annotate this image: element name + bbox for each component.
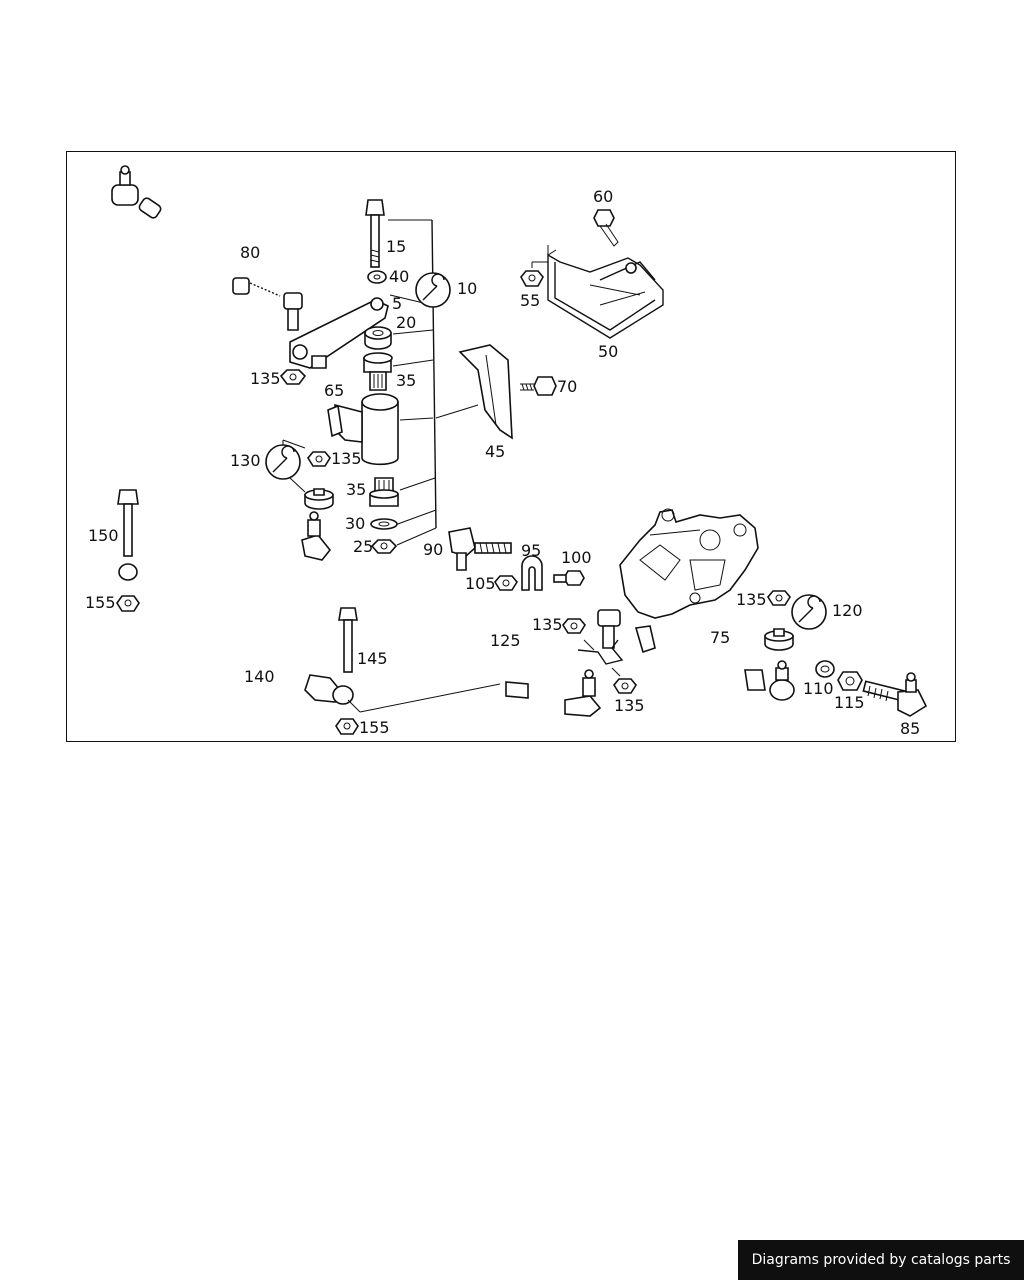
screw-60 [593,209,619,247]
label-90: 90 [423,540,443,559]
cap [764,628,794,651]
pitman-arm-5 [289,297,389,369]
label-60: 60 [593,187,613,206]
diagram-frame [66,151,956,742]
label-135: 135 [614,696,645,715]
nut-135 [279,369,307,385]
bolt-100 [553,570,585,586]
label-15: 15 [386,237,406,256]
label-75: 75 [710,628,730,647]
label-130: 130 [230,451,261,470]
bushing-35-lower [369,477,399,507]
nut-135 [613,678,637,694]
label-105: 105 [465,574,496,593]
label-100: 100 [561,548,592,567]
label-65: 65 [324,381,344,400]
shield-45 [458,344,513,440]
label-145: 145 [357,649,388,668]
tie-rod-75 [597,609,795,701]
bolt-15 [365,199,385,268]
label-20: 20 [396,313,416,332]
washer-30 [370,518,398,530]
wrench-icon [415,272,451,308]
nut-55 [520,261,548,287]
nut-25 [370,539,398,554]
ball-joint-90 [448,527,512,571]
screw-70 [520,376,557,396]
nut-155 [116,595,140,612]
bushing-35-upper [363,352,393,391]
wrench-icon [791,594,827,630]
clamp-95 [521,555,543,591]
label-135: 135 [331,449,362,468]
nut-105 [494,575,518,591]
nut-115 [837,671,863,691]
label-150: 150 [88,526,119,545]
label-155: 155 [359,718,390,737]
idler-housing-65 [327,393,399,466]
label-30: 30 [345,514,365,533]
label-55: 55 [520,291,540,310]
label-155: 155 [85,593,116,612]
label-140: 140 [244,667,275,686]
nut-155 [335,718,359,735]
label-50: 50 [598,342,618,361]
drag-link-140 [118,563,354,705]
label-45: 45 [485,442,505,461]
bolt-150 [117,489,139,557]
label-35: 35 [346,480,366,499]
label-5: 5 [392,294,402,313]
label-85: 85 [900,719,920,738]
wrench-icon [265,439,306,493]
cap [304,488,334,510]
washer-40 [367,270,387,284]
label-40: 40 [389,267,409,286]
credit-banner: Diagrams provided by catalogs parts [738,1240,1024,1280]
nut-135 [562,618,586,634]
label-125: 125 [490,631,521,650]
label-95: 95 [521,541,541,560]
nut-135 [307,451,331,467]
label-135: 135 [532,615,563,634]
label-115: 115 [834,693,865,712]
bushing-110 [815,660,835,678]
part-labels: 80 15 40 5 10 20 135 35 65 130 135 45 60… [85,187,920,738]
tie-rod-end-85 [862,672,928,717]
small-bracket [577,639,624,677]
label-70: 70 [557,377,577,396]
bushing-20 [364,326,392,350]
label-35: 35 [396,371,416,390]
steering-gear-box [619,508,759,619]
label-135: 135 [250,369,281,388]
label-120: 120 [832,601,863,620]
center-link-125 [301,511,602,717]
bolt-145 [338,607,358,673]
label-110: 110 [803,679,834,698]
nut-135 [767,590,791,606]
label-135: 135 [736,590,767,609]
label-10: 10 [457,279,477,298]
bracket-50 [547,245,664,339]
label-80: 80 [240,243,260,262]
assembly-leader-lines [388,219,479,546]
tie-rod-80 [111,165,303,331]
label-25: 25 [353,537,373,556]
